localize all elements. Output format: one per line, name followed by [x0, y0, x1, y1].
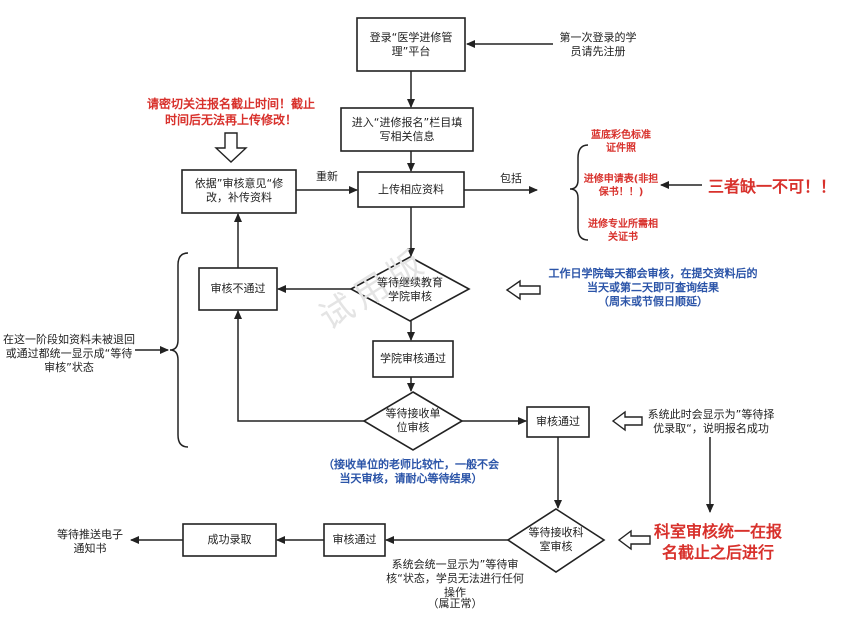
all-three-required: 三者缺一不可！！: [707, 177, 836, 196]
unit-pass-label: 审核通过: [536, 415, 580, 428]
upload-label: 上传相应资料: [378, 183, 444, 196]
stage-status-note: 在这一阶段如资料未被退回或通过都统一显示成“等待审核”状态: [3, 333, 135, 374]
fail-label: 审核不通过: [210, 282, 266, 295]
holiday-delay-note: （周末或节假日顺延）: [598, 295, 708, 308]
unit-busy-note: （接收单位的老师比较忙，一般不会当天审核，请耐心等待结果）: [323, 458, 499, 485]
enter-box: [340, 107, 474, 152]
dept-pass-label: 审核通过: [332, 533, 377, 546]
item-cert: 进修专业所需相关证书: [588, 219, 658, 243]
revise-box: [181, 169, 297, 214]
college-pass-label: 学院审核通过: [380, 352, 446, 365]
login-label: 登录“医学进修管理”平台: [369, 31, 453, 58]
brace-left: [169, 252, 189, 448]
admit-label: 成功录取: [207, 533, 252, 546]
hollow-arrow-left-unit: [611, 410, 643, 432]
wait-dept-label: 等待接收科室审核: [528, 526, 584, 553]
enter-label: 进入“进修报名”栏目填写相关信息: [351, 116, 463, 143]
renew-label: 重新: [316, 170, 338, 183]
hollow-arrow-left-dept: [617, 529, 651, 551]
wait-unit-label: 等待接收单位审核: [385, 407, 441, 434]
item-photo: 蓝底彩色标准证件照: [591, 130, 651, 154]
deadline-warning: 请密切关注报名截止时间！截止时间后无法再上传修改！: [146, 97, 315, 127]
notice-note: 等待推送电子通知书: [57, 528, 123, 555]
include-label: 包括: [500, 172, 522, 185]
login-box: [356, 17, 466, 72]
dept-deadline-note: 科室审核统一在报名截止之后进行: [653, 522, 782, 562]
arrow-wait-unit-fail: [234, 310, 364, 422]
wait-edu-diamond: [349, 256, 471, 322]
college-pass-box: [372, 340, 454, 378]
revise-label: 依据”审核意见“修改，补传资料: [194, 177, 284, 204]
hollow-arrow-left-edu: [505, 279, 541, 301]
daily-review-note: 工作日学院每天都会审核，在提交资料后的当天或第二天即可查询结果: [548, 267, 758, 294]
brace-right: [569, 144, 589, 241]
item-form: 进修申请表(非担保书！！): [583, 174, 659, 198]
first-login-note: 第一次登录的学员请先注册: [559, 31, 637, 58]
system-unified-note: 系统会统一显示为”等待审核“状态，学员无法进行任何操作: [386, 558, 524, 599]
wait-edu-label: 等待继续教育学院审核: [377, 276, 443, 303]
normal-note: （属正常）: [427, 597, 483, 610]
wait-dept-diamond: [506, 508, 606, 573]
system-shows-note: 系统此时会显示为”等待择优录取“，说明报名成功: [647, 408, 775, 435]
hollow-arrow-down: [214, 132, 248, 163]
wait-unit-diamond: [362, 391, 464, 451]
